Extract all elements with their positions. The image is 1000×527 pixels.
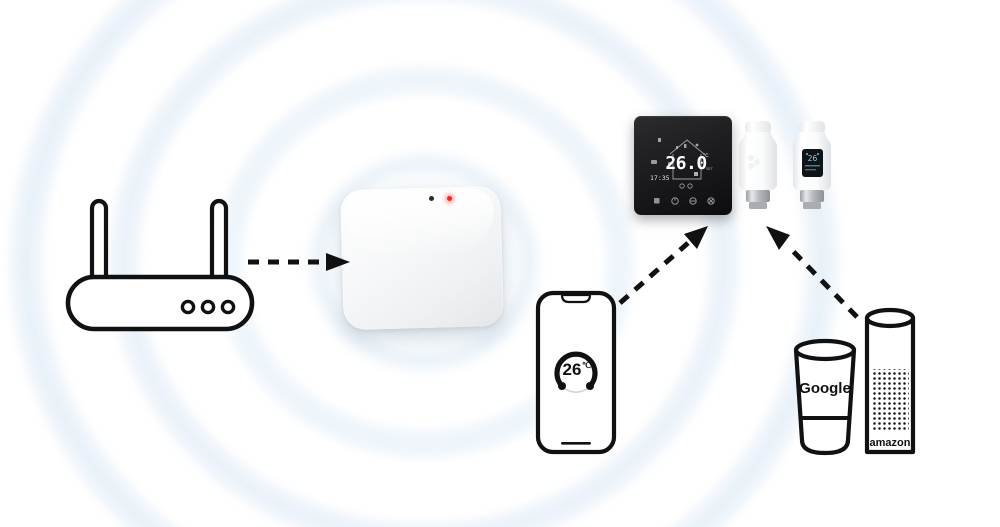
phone-temperature: 26 <box>563 360 582 379</box>
thermostat-button-row[interactable] <box>654 197 715 205</box>
wifi-router <box>65 198 255 332</box>
hub-status-led-dark <box>429 196 434 201</box>
phone-frame <box>535 290 617 455</box>
trv-display-content: 26 <box>805 153 820 171</box>
trv-collar <box>749 202 767 209</box>
house-outline-icon <box>669 139 705 180</box>
mode-icon[interactable] <box>689 197 697 205</box>
trv-cap <box>799 121 825 134</box>
trv-logo-icon <box>748 155 760 169</box>
router-led-1 <box>180 299 196 315</box>
hub-status-led-red <box>447 196 452 201</box>
trv-cap <box>745 121 771 134</box>
thermostat-top-icons <box>658 138 699 149</box>
thermostat-screen: 26.0 ℃ SET 17:35 <box>650 138 715 205</box>
amazon-echo-speaker: amazon <box>864 307 916 455</box>
trv-nut <box>800 190 824 202</box>
thermostat-indicator-block <box>694 172 698 176</box>
echo-speaker-top <box>864 307 916 329</box>
phone-home-indicator <box>561 442 591 445</box>
arrow-phone-to-thermostat <box>618 226 708 305</box>
zigbee-gateway-hub <box>330 180 520 345</box>
router-antenna-right <box>209 198 229 290</box>
dial-arc <box>554 351 598 389</box>
thermostat-set-label: SET <box>706 167 714 171</box>
google-speaker-body <box>793 347 857 456</box>
trv-display-value: 26 <box>808 154 818 163</box>
radiator-valve-display: 26 <box>793 121 831 209</box>
router-led-3 <box>220 299 236 315</box>
router-body <box>65 274 255 332</box>
phone-notch <box>560 293 592 304</box>
dial-endpoint-right <box>586 382 594 390</box>
google-home-speaker: Google <box>793 338 857 456</box>
smart-thermostat[interactable]: 26.0 ℃ SET 17:35 <box>634 116 732 215</box>
echo-speaker-grille <box>871 369 909 431</box>
thermostat-flame-icons <box>679 183 693 189</box>
trv-nut <box>746 190 770 202</box>
trv-shoulder <box>794 132 830 142</box>
trv-shoulder <box>740 132 776 142</box>
hub-gloss <box>343 187 495 257</box>
smartphone-app[interactable]: 26 ℃ <box>535 290 617 455</box>
temperature-dial[interactable]: 26 ℃ <box>554 351 598 393</box>
power-icon[interactable] <box>671 197 679 205</box>
thermostat-clock: 17:35 <box>650 174 670 182</box>
thermostat-temperature: 26.0 <box>665 153 706 174</box>
settings-icon[interactable] <box>707 197 715 205</box>
trv-collar <box>803 202 821 209</box>
phone-temperature-unit: ℃ <box>582 361 591 370</box>
menu-icon[interactable] <box>654 198 660 204</box>
google-speaker-top <box>793 338 857 362</box>
echo-speaker-brand: amazon <box>870 437 911 449</box>
router-antenna-left <box>89 198 109 290</box>
thermostat-left-icons <box>651 160 672 166</box>
google-speaker-brand: Google <box>799 380 851 397</box>
arrow-speakers-to-valves <box>766 226 859 319</box>
radiator-valve-plain <box>739 121 777 209</box>
thermostat-unit: ℃ <box>703 153 709 159</box>
dial-endpoint-left <box>558 382 566 390</box>
router-led-2 <box>200 299 216 315</box>
trv-body <box>739 140 777 190</box>
